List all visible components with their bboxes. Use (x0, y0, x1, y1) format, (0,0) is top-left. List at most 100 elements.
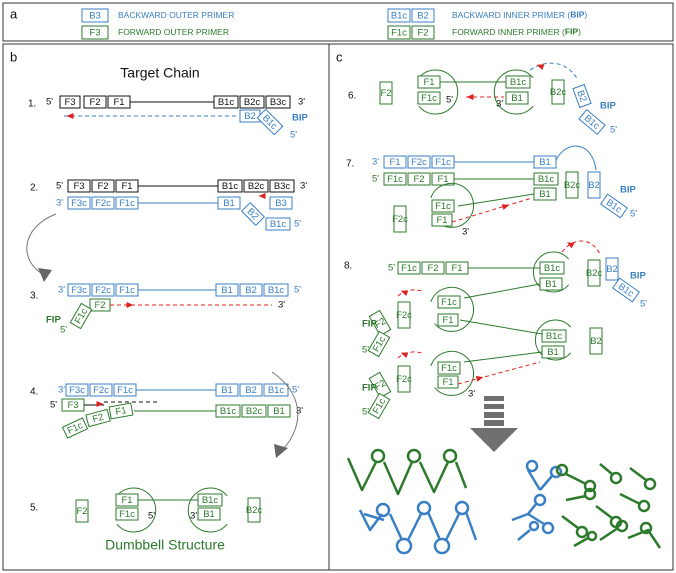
segment-label: F1c (119, 198, 135, 209)
segment-box-outline (265, 217, 291, 231)
segment-box-outline (379, 81, 393, 105)
segment-label: F2 (427, 263, 438, 274)
f3-box: F3 (61, 398, 85, 412)
segment-label: B1 (221, 285, 233, 296)
f1-box: F1 (115, 179, 139, 193)
b2c-box: B2c (241, 404, 267, 418)
segment-label: B1c (218, 97, 235, 108)
segment-label: B3c (270, 97, 287, 108)
product-loop (549, 465, 563, 479)
prime-label: 3' (278, 300, 285, 311)
segment-box-outline (81, 25, 109, 40)
segment-label: B2 (417, 11, 429, 22)
segment-label: F2 (76, 506, 87, 517)
prime-label: 5' (362, 407, 369, 418)
prime-label: 5' (50, 400, 57, 411)
b1-box: B1 (215, 383, 239, 397)
product-loop (433, 537, 451, 555)
b2c-box: B2c (243, 179, 269, 193)
b3c-box: B3c (265, 95, 291, 109)
transition-arrowhead (274, 444, 288, 458)
b2-box: B2 (240, 201, 266, 227)
segment-box-outline (243, 179, 269, 193)
segment-box-outline (247, 497, 261, 523)
b3c-box: B3c (269, 179, 295, 193)
product-strand (629, 467, 647, 481)
step-1-label: 1. (28, 99, 36, 110)
f1c-box: F1c (115, 507, 139, 521)
prime-label: 5' (630, 209, 637, 220)
hairpin-loop (418, 69, 459, 115)
bip-label: BIP (630, 271, 647, 282)
segment-label: F2c (95, 198, 111, 209)
segment-box-outline (505, 91, 529, 105)
segment-box-outline (431, 199, 455, 213)
segment-label: B1c (220, 406, 237, 417)
segment-label: F1c (421, 93, 437, 104)
segment-box-outline (612, 277, 640, 303)
product-loop (586, 530, 598, 542)
segment-label: B2c (246, 406, 263, 417)
panel-b-label: b (10, 49, 17, 64)
f1-box: F1 (107, 95, 131, 109)
segment-box-outline (239, 95, 265, 109)
prime-label: 3' (298, 97, 305, 108)
segment-label: B2 (590, 336, 602, 347)
segment-box-outline (393, 205, 407, 233)
segment-label: F2 (91, 412, 105, 425)
segment-label: F2 (94, 300, 105, 311)
extension-dash (397, 351, 425, 359)
segment-label: B1c (391, 11, 408, 22)
product-loop (533, 493, 547, 507)
f1c-box: F1c (61, 417, 89, 439)
segment-box-outline (91, 283, 115, 297)
segment-label: B2c (246, 505, 263, 516)
transition-arrowhead (38, 268, 52, 282)
segment-label: B3 (89, 11, 101, 22)
f2-box: F2 (379, 81, 393, 105)
f1c-box: F1c (113, 383, 137, 397)
extension-dash (457, 361, 541, 385)
b1-box: B1 (533, 155, 557, 169)
f1c-box: F1c (367, 330, 391, 358)
segment-box-outline (59, 95, 81, 109)
segment-label: F1 (442, 315, 453, 326)
segment-label: B1c (270, 219, 287, 230)
legend-b3-desc: BACKWARD OUTER PRIMER (118, 10, 234, 20)
product-strand (388, 513, 404, 541)
prime-label: 3' (58, 385, 65, 396)
segment-box-outline (387, 8, 411, 23)
step-7-label: 7. (346, 159, 354, 170)
bip-label: BIP (620, 185, 637, 196)
b2-primer-box: B2 (239, 109, 261, 123)
f2-box: F2 (421, 261, 445, 275)
b1c-box: B1c (213, 95, 239, 109)
extension-dash (397, 289, 425, 297)
b2c-box: B2c (239, 95, 265, 109)
extension-dash (561, 240, 601, 255)
segment-label: F2 (373, 378, 388, 393)
segment-box-outline (67, 283, 91, 297)
strand-path (463, 283, 541, 299)
segment-label: F2 (97, 181, 108, 192)
extension-dash (451, 197, 533, 223)
b3-box: B3 (269, 196, 293, 210)
step-4-label: 4. (30, 387, 38, 398)
segment-box-outline (213, 95, 239, 109)
b1c-box: B1c (578, 108, 606, 136)
b1c-box: B1c (600, 193, 628, 219)
segment-label: B3c (274, 181, 291, 192)
prime-label: 5' (294, 219, 301, 230)
product-loop (442, 448, 458, 464)
f2-box: F2 (75, 499, 89, 523)
product-loop (575, 525, 589, 539)
product-loop (643, 477, 657, 491)
segment-box-outline (115, 507, 139, 521)
b2-box: B2 (587, 171, 601, 199)
b1c-box: B1c (215, 404, 241, 418)
segment-label: B1c (202, 495, 219, 506)
b2-box: B2 (239, 283, 263, 297)
segment-box-outline (67, 179, 91, 193)
f3c-box: F3c (67, 196, 91, 210)
